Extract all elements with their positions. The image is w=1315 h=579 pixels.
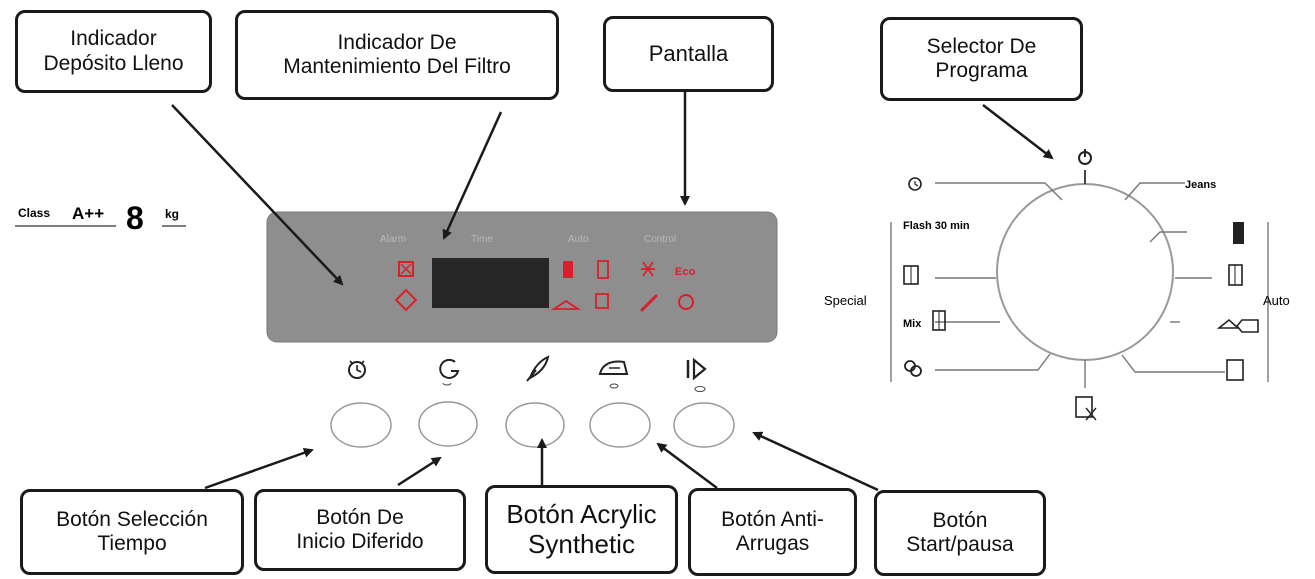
button-icons	[348, 355, 707, 392]
cupboard-icon	[1226, 359, 1244, 381]
control-fan-indicator	[641, 261, 655, 277]
callout-acrylic-button: Botón Acrylic Synthetic	[485, 485, 678, 574]
auto-towel-indicator	[597, 260, 609, 279]
callout-start-pause-text: Botón Start/pausa	[906, 508, 1014, 556]
basket-icon	[1075, 396, 1097, 421]
feather-icon	[526, 355, 550, 382]
iron-drop-icon	[1216, 318, 1259, 333]
callout-display-text: Pantalla	[648, 41, 729, 67]
rings-icon	[904, 360, 922, 377]
callout-tank-full-indicator: Indicador Depósito Lleno	[15, 10, 212, 93]
towel-icon	[1228, 264, 1243, 286]
clock-icon	[348, 360, 366, 379]
callout-display: Pantalla	[603, 16, 774, 92]
callout-anti-crease-text: Botón Anti- Arrugas	[721, 507, 824, 555]
control-feather-indicator	[640, 294, 658, 312]
program-dial[interactable]	[890, 149, 1269, 421]
callout-acrylic-text: Botón Acrylic Synthetic	[506, 498, 657, 559]
callout-delay-start-button: Botón De Inicio Diferido	[254, 489, 466, 571]
dial-mix-label: Mix	[903, 318, 922, 330]
dial-special-label: Special	[824, 293, 867, 308]
time-label: Time	[471, 234, 493, 245]
callout-program-selector: Selector De Programa	[880, 17, 1083, 101]
time-display-screen	[432, 258, 549, 308]
dial-circle	[996, 183, 1174, 361]
filter-indicator	[394, 288, 418, 312]
delay-start-button-shape[interactable]	[418, 401, 478, 447]
auto-cupboard-indicator	[595, 293, 609, 309]
capacity-unit: kg	[165, 207, 179, 221]
energy-class-value: A++	[72, 204, 104, 223]
start-pause-button-shape[interactable]	[673, 402, 735, 448]
auto-label: Auto	[568, 234, 589, 245]
callout-filter-maintenance: Indicador De Mantenimiento Del Filtro	[235, 10, 559, 100]
callout-filter-maintenance-text: Indicador De Mantenimiento Del Filtro	[283, 30, 511, 78]
shirt-icon	[903, 265, 919, 285]
alarm-label: Alarm	[380, 234, 406, 245]
callout-time-selection-button: Botón Selección Tiempo	[20, 489, 244, 575]
control-label: Control	[644, 234, 676, 245]
dial-clock-icon	[908, 177, 922, 191]
power-icon	[1078, 149, 1092, 165]
iron-icon	[598, 360, 629, 389]
callout-tank-full-text: Indicador Depósito Lleno	[43, 27, 184, 75]
capacity-value: 8	[126, 200, 144, 236]
dial-flash-label: Flash 30 min	[903, 220, 970, 232]
callout-anti-crease-button: Botón Anti- Arrugas	[688, 488, 857, 576]
eco-indicator: Eco	[675, 266, 695, 278]
callout-start-pause-button: Botón Start/pausa	[874, 490, 1046, 576]
auto-iron-indicator	[551, 299, 581, 310]
dial-jeans-label: Jeans	[1185, 179, 1216, 191]
delay-start-icon	[439, 358, 460, 386]
anti-crease-button-shape[interactable]	[589, 402, 651, 448]
play-pause-icon	[686, 357, 707, 392]
energy-label: Class A++ 8 kg	[15, 200, 186, 236]
auto-shirt-indicator	[563, 261, 573, 278]
control-drop-indicator	[678, 294, 694, 310]
buttons-row	[330, 401, 735, 448]
callout-program-selector-text: Selector De Programa	[926, 34, 1037, 82]
control-panel: Alarm Time Auto Control Eco	[266, 211, 778, 343]
callout-time-selection-text: Botón Selección Tiempo	[56, 507, 208, 555]
arrows	[171, 92, 1054, 492]
tank-full-indicator	[398, 261, 414, 277]
energy-class-label: Class	[18, 206, 50, 220]
callout-delay-start-text: Botón De Inicio Diferido	[296, 505, 424, 553]
jeans-icon	[1233, 222, 1244, 244]
mix-towel-icon	[932, 310, 946, 331]
time-select-button-shape[interactable]	[330, 402, 392, 448]
dial-auto-label: Auto	[1263, 293, 1290, 308]
acrylic-button-shape[interactable]	[505, 402, 565, 448]
